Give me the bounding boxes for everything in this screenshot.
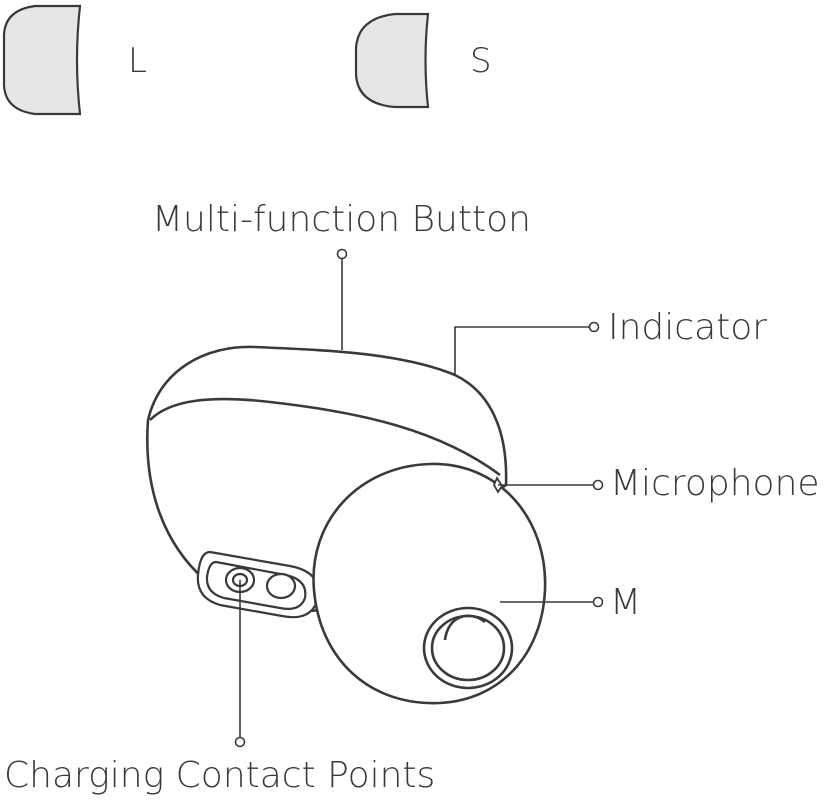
multi-function-button-label: Multi-function Button — [152, 199, 531, 240]
ear-tip-size-label-l: L — [128, 41, 147, 81]
ear-tip-large-shape — [2, 4, 82, 116]
charging-contacts — [196, 550, 320, 619]
ear-tip-medium-shape — [312, 462, 547, 705]
indicator-label: Indicator — [608, 307, 768, 348]
ear-tip-size-label-s: S — [470, 41, 492, 81]
ear-tip-small-shape — [354, 12, 430, 109]
charging-contacts-label: Charging Contact Points — [4, 755, 436, 796]
microphone-label: Microphone — [610, 463, 820, 504]
ear-tip-m-label: M — [610, 582, 642, 623]
leader-lines — [234, 248, 604, 748]
